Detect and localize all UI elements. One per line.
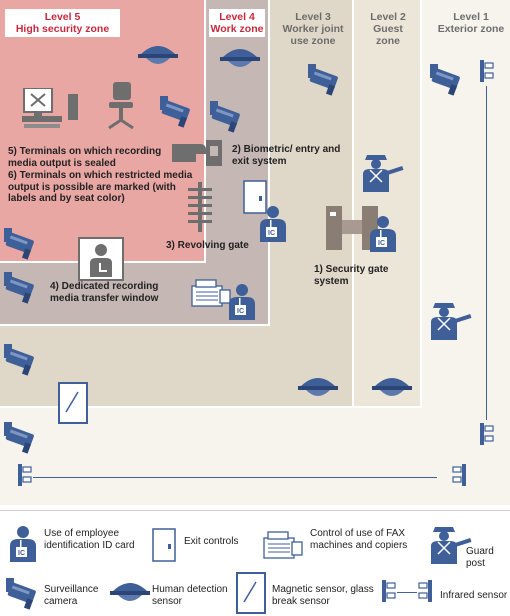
exit-control-icon (152, 528, 176, 562)
level2-label: Level 2 Guest zone (360, 11, 416, 47)
human-detection-sensor-icon (298, 378, 338, 396)
infrared-sensor-icon (452, 464, 466, 487)
surveillance-camera-icon (4, 272, 35, 304)
chair-icon (108, 82, 134, 130)
employee-id-card-icon (10, 526, 36, 562)
surveillance-camera-icon (4, 228, 35, 260)
level2-subtitle: Guest zone (373, 23, 403, 47)
level1-label: Level 1 Exterior zone (432, 11, 510, 35)
legend-infrared-beam (397, 592, 417, 593)
human-detection-sensor-icon (138, 46, 178, 64)
computer-terminal-icon (22, 88, 78, 128)
employee-id-card-icon (370, 216, 396, 252)
legend-human: Human detection sensor (152, 584, 228, 607)
infrared-sensor-icon (480, 423, 494, 446)
human-detection-sensor-icon (372, 378, 412, 396)
level4-label: Level 4 Work zone (209, 9, 265, 37)
level1-title: Level 1 (453, 11, 489, 23)
level5-subtitle: High security zone (15, 23, 110, 35)
infrared-beam-horizontal (33, 477, 437, 478)
level5-label: Level 5 High security zone (5, 9, 120, 37)
surveillance-camera-icon (4, 344, 35, 376)
glass-break-sensor-icon (58, 382, 88, 424)
infrared-sensor-icon (382, 580, 396, 603)
legend-infrared: Infrared sensor (440, 590, 508, 601)
human-detection-sensor-icon (220, 49, 260, 67)
surveillance-camera-icon (308, 64, 339, 96)
guard-icon (362, 154, 405, 193)
legend-camera: Surveillance camera (44, 584, 99, 607)
level5-title: Level 5 (44, 11, 81, 23)
surveillance-camera-icon (4, 422, 35, 454)
level2-title: Level 2 (370, 11, 406, 23)
legend-divider (0, 510, 510, 511)
legend: Use of employee identification ID card E… (0, 510, 510, 616)
note-6: 6) Terminals on which restricted media o… (8, 170, 193, 204)
legend-exit: Exit controls (184, 536, 239, 547)
surveillance-camera-icon (430, 64, 461, 96)
security-gate-icon (326, 206, 378, 250)
level1-subtitle: Exterior zone (437, 23, 505, 35)
level4-subtitle: Work zone (210, 23, 264, 35)
glass-break-sensor-icon (236, 572, 266, 614)
employee-id-card-icon (229, 284, 255, 320)
legend-guard: Guard post (466, 546, 494, 569)
level3-label: Level 3 Worker joint use zone (280, 11, 346, 47)
infrared-sensor-icon (18, 464, 32, 487)
legend-magnetic: Magnetic sensor, glass break sensor (272, 584, 374, 607)
infrared-sensor-icon (418, 580, 432, 603)
revolving-gate-icon (188, 182, 212, 232)
surveillance-camera-icon (160, 96, 191, 128)
legend-id-card: Use of employee identification ID card (44, 528, 135, 551)
level3-subtitle: Worker joint use zone (282, 23, 344, 47)
note-4: 4) Dedicated recording media transfer wi… (50, 281, 159, 304)
legend-fax: Control of use of FAX machines and copie… (310, 528, 408, 551)
note-3: 3) Revolving gate (166, 240, 249, 251)
transfer-window-icon (78, 237, 124, 281)
note-1: 1) Security gate system (314, 264, 389, 287)
level3-title: Level 3 (295, 11, 331, 23)
guard-icon (430, 302, 473, 341)
note-2: 2) Biometric/ entry and exit system (232, 144, 341, 167)
human-detection-sensor-icon (110, 583, 150, 601)
surveillance-camera-icon (210, 101, 241, 133)
biometric-hand-icon (172, 140, 222, 166)
note-5: 5) Terminals on which recording media ou… (8, 146, 162, 169)
level4-title: Level 4 (219, 11, 255, 23)
infrared-sensor-icon (480, 60, 494, 83)
employee-id-card-icon (260, 206, 286, 242)
fax-copier-icon (263, 531, 303, 559)
infrared-beam-vertical (486, 86, 487, 420)
